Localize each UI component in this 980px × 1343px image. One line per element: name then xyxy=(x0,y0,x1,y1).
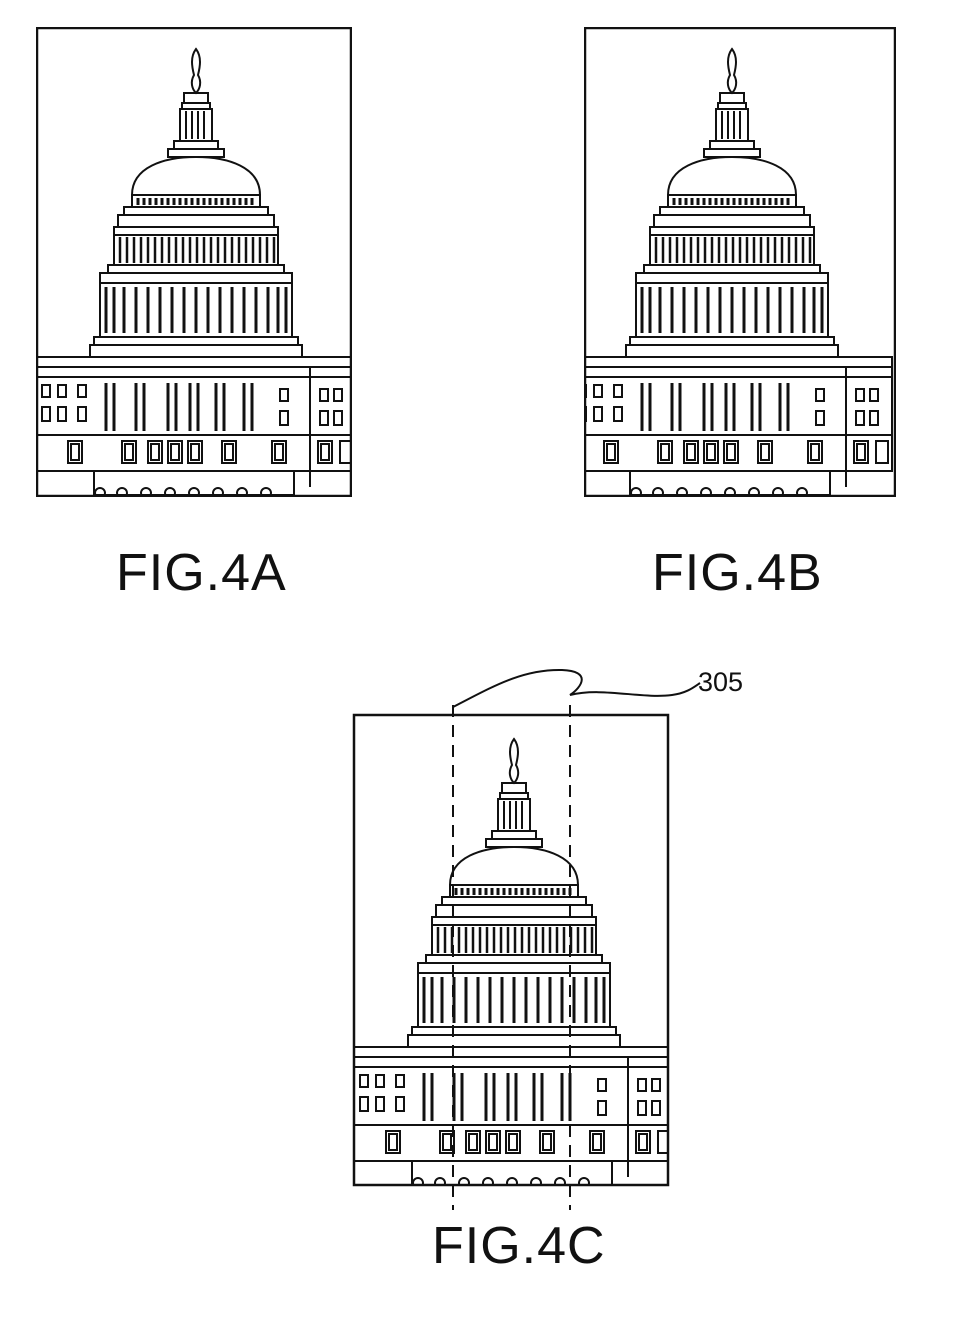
figure-4c-label: FIG.4C xyxy=(432,1217,606,1275)
capitol-illustration-4c xyxy=(352,668,701,1210)
capitol-illustration-4b xyxy=(584,27,896,497)
figure-4a-label: FIG.4A xyxy=(116,544,287,602)
capitol-illustration-4a xyxy=(36,27,352,497)
figure-4a-panel xyxy=(36,27,352,497)
reference-numeral-305: 305 xyxy=(698,667,744,697)
reference-brace xyxy=(452,668,701,708)
figure-4c-panel xyxy=(352,665,752,1210)
figure-4b-label: FIG.4B xyxy=(652,544,823,602)
figure-4b-panel xyxy=(584,27,896,497)
